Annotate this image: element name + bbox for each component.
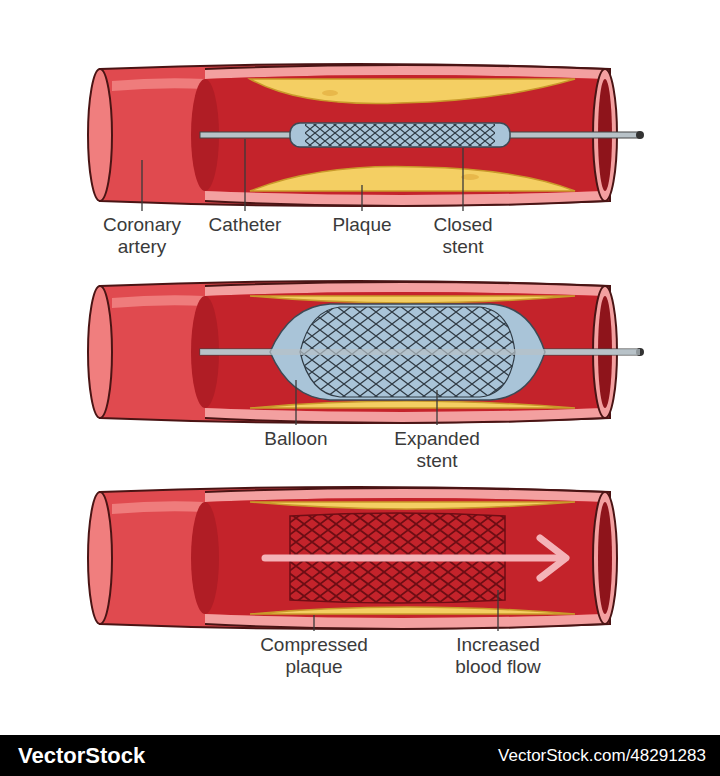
part-label: Expanded stent <box>385 428 489 472</box>
watermark-url: VectorStock.com/48291283 <box>498 746 706 766</box>
part-label: Catheter <box>195 214 295 236</box>
part-label: Increased blood flow <box>442 634 554 678</box>
leader-lines <box>142 139 498 631</box>
watermark-bar <box>0 735 720 776</box>
part-label: Balloon <box>246 428 346 450</box>
watermark: VectorStock <box>18 743 145 769</box>
part-label: Plaque <box>317 214 407 236</box>
part-label: Coronary artery <box>92 214 192 258</box>
part-label: Closed stent <box>421 214 505 258</box>
part-label: Compressed plaque <box>250 634 378 678</box>
